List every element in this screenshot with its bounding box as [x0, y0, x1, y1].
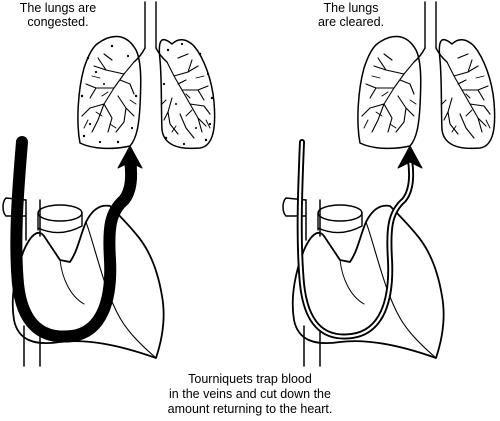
- label-lungs-congested: The lungs are congested.: [19, 1, 97, 29]
- congestion-dots: [80, 42, 214, 146]
- blood-flow-thin-inner: [298, 140, 413, 338]
- heart-right: [282, 197, 445, 367]
- left-panel: [2, 1, 216, 367]
- heart-left: [2, 197, 165, 367]
- blood-flow-thick: [10, 136, 138, 343]
- right-panel: [282, 1, 496, 367]
- caption-tourniquets: Tourniquets trap blood in the veins and …: [167, 372, 333, 416]
- label-lungs-cleared: The lungs are cleared.: [317, 1, 384, 29]
